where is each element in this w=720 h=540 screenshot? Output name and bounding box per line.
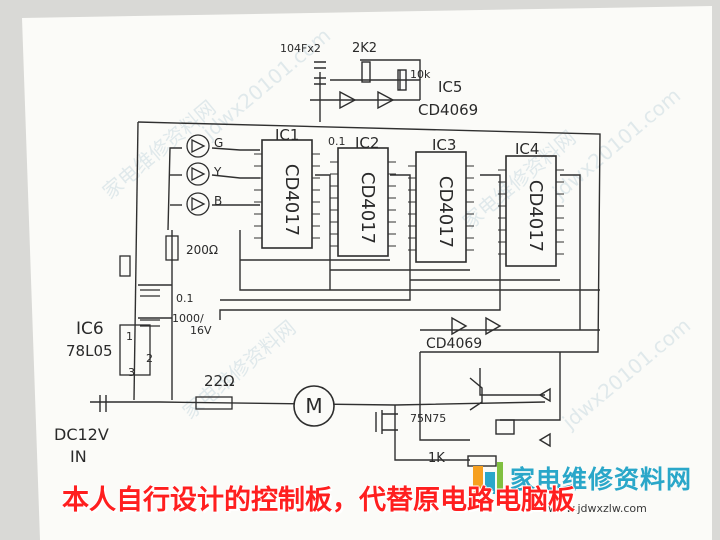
ic6-regulator [119,324,151,376]
cap-01b-label: 0.1 [176,292,194,305]
ic3-label: IC3 [432,136,456,154]
led-g-icon [186,134,210,158]
res-200-label: 200Ω [186,243,218,257]
site-logo: 家电维修资料网 [470,456,710,500]
res-22-icon [195,396,233,410]
res-200-icon [165,235,179,261]
ic1-chip: CD4017 IC1 [261,126,313,249]
res-1k-label: 1K [428,451,445,466]
ic4-chip: CD4017 IC4 [505,140,557,267]
ic2-chip: CD4017 IC2 [337,134,389,257]
ic3-chip: CD4017 IC3 [415,136,467,263]
logo-text: 家电维修资料网 [510,465,693,494]
led-group [186,134,210,216]
ic3-part: CD4017 [435,176,456,248]
cap-1000-label: 1000/ [172,312,204,325]
led-b-label: B [214,194,222,208]
cap-01-label: 0.1 [328,135,346,148]
switch-icon [119,255,131,277]
dc-input-jack [90,395,160,412]
ic6-label: IC6 [76,319,104,339]
ic2-label: IC2 [355,134,379,152]
pin-2-label: 2 [146,352,153,365]
led-y-label: Y [213,165,222,179]
dc-in2-label: IN [70,447,87,466]
ic1-label: IC1 [275,126,299,144]
caption: 本人自行设计的控制板，代替原电路电脑板 [62,485,575,516]
res-2k2-label: 2K2 [352,41,377,56]
ic5-inverters [314,61,407,110]
pin-1-label: 1 [126,330,133,343]
paper-sheet [22,6,712,540]
ic2-part: CD4017 [357,172,378,244]
pin-3-label: 3 [128,366,135,379]
ic5-label: IC5 [438,78,462,96]
ic5-part: CD4069 [418,101,478,119]
inv-bottom-label: CD4069 [426,336,482,352]
cap-1000v-label: 16V [190,324,212,337]
logo-icon [470,460,506,496]
res-10k-label: 10k [410,68,431,81]
ic1-part: CD4017 [281,164,302,236]
led-b-icon [186,192,210,216]
ic6-part: 78L05 [66,342,113,360]
ic4-part: CD4017 [525,180,546,252]
mosfet-section [375,316,551,467]
mosfet-label: 75N75 [410,412,446,425]
left-components [119,255,160,376]
motor-icon [293,385,335,427]
ic4-label: IC4 [515,140,539,158]
res-22-label: 22Ω [204,372,235,390]
buzzer-icon [495,419,515,435]
motor-label: M [305,394,322,418]
dc-in-label: DC12V [54,425,109,444]
logo-url: www.jdwxzlw.com [548,502,647,515]
cap-top-label: 104Fx2 [280,42,321,55]
ic-chips: CD4017 IC1 CD4017 IC2 CD4017 IC3 CD4017 … [254,126,564,267]
led-y-icon [186,162,210,186]
led-g-label: G [214,136,223,150]
